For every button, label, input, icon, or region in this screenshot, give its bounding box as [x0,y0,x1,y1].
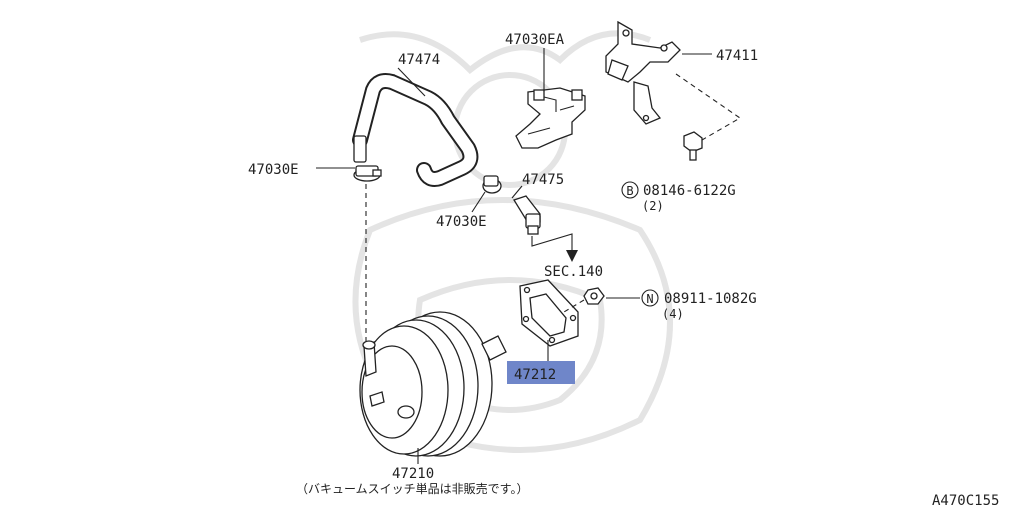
label-bracket: 47411 [716,48,758,64]
nut-prefix-icon: N [646,292,653,306]
label-gasket: 47212 [514,367,556,383]
hose-clip[interactable] [515,87,586,149]
bolt-callout: B 08146-6122G (2) [621,181,736,213]
nut[interactable] [583,287,605,305]
footnote: （バキュームスイッチ単品は非販売です。） [296,481,528,496]
label-nut-code: 08911-1082G [664,291,757,307]
bolt-prefix-icon: B [626,184,633,198]
nut-callout: N 08911-1082G (4) [641,289,757,321]
diagram-code: A470C155 [932,493,999,509]
label-bolt-qty: (2) [642,199,664,213]
brake-booster[interactable] [359,311,507,457]
gasket-highlight [507,361,575,384]
check-valve[interactable] [513,195,541,235]
hose-clamp-left[interactable] [353,165,382,182]
label-check-valve: 47475 [522,172,564,188]
gasket[interactable] [519,279,579,347]
label-clamp-mid: 47030E [436,214,487,230]
bolt[interactable] [683,131,703,161]
label-section: SEC.140 [544,264,603,280]
label-nut-qty: (4) [662,307,684,321]
mounting-bracket[interactable] [605,20,681,125]
label-bolt-code: 08146-6122G [643,183,736,199]
section-arrow [531,233,578,262]
label-hose: 47474 [398,52,440,68]
label-clip: 47030EA [505,32,565,48]
label-clamp-left: 47030E [248,162,299,178]
label-booster: 47210 [392,466,434,482]
hose-clamp-mid[interactable] [482,175,502,194]
vacuum-hose[interactable] [352,73,479,187]
